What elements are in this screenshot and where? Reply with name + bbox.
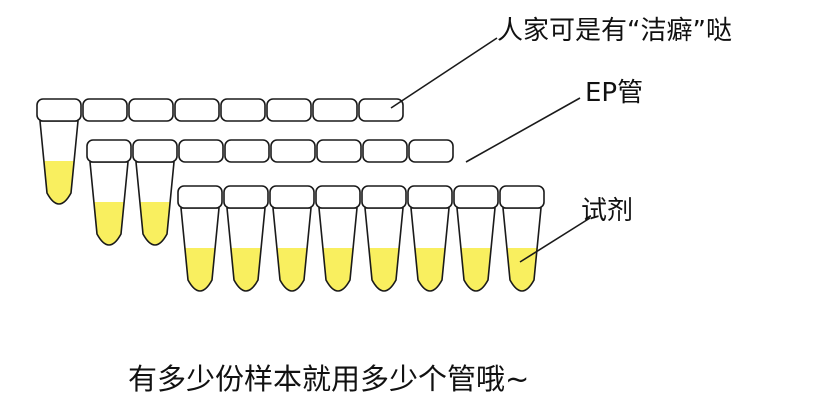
tube-cap — [316, 139, 362, 163]
tube-cap — [453, 185, 499, 209]
reagent-fill — [457, 248, 495, 291]
pointer-line-ep — [465, 97, 581, 163]
tube-body — [39, 120, 79, 205]
tube-cap — [177, 185, 223, 209]
tube-cap — [128, 98, 174, 122]
tube-body — [364, 207, 404, 292]
tube-cap — [361, 185, 407, 209]
tube-body — [272, 207, 312, 292]
tube-cap — [499, 185, 545, 209]
tube-cap — [86, 139, 132, 163]
caption-text: 有多少份样本就用多少个管哦~ — [128, 362, 530, 396]
tube-cap — [315, 185, 361, 209]
reagent-fill — [227, 248, 265, 291]
tube-body — [135, 161, 175, 246]
reagent-fill — [365, 248, 403, 291]
reagent-fill — [40, 161, 78, 204]
reagent-label: 试剂 — [581, 196, 634, 226]
tube-body — [502, 207, 542, 292]
tube-body — [180, 207, 220, 292]
ep-tube-label: EP管 — [585, 78, 644, 108]
reagent-fill — [90, 202, 128, 245]
tube-cap — [223, 185, 269, 209]
tube-cap — [266, 98, 312, 122]
clean-note-label: 人家可是有“洁癖”哒 — [497, 16, 732, 46]
tube-cap — [408, 139, 454, 163]
reagent-fill — [273, 248, 311, 291]
tube-cap — [362, 139, 408, 163]
tube-cap — [358, 98, 404, 122]
tube-body — [226, 207, 266, 292]
reagent-fill — [181, 248, 219, 291]
reagent-fill — [319, 248, 357, 291]
reagent-fill — [411, 248, 449, 291]
reagent-fill — [136, 202, 174, 245]
tube-cap — [220, 98, 266, 122]
pointer-line-reagent — [519, 217, 591, 263]
tube-body — [89, 161, 129, 246]
tube-cap — [82, 98, 128, 122]
tube-cap — [224, 139, 270, 163]
tube-body — [318, 207, 358, 292]
tube-cap — [174, 98, 220, 122]
pointer-line-clean — [390, 37, 498, 109]
tube-cap — [407, 185, 453, 209]
reagent-fill — [503, 248, 541, 291]
tube-cap — [312, 98, 358, 122]
tube-cap — [36, 98, 82, 122]
tube-cap — [270, 139, 316, 163]
tube-body — [410, 207, 450, 292]
tube-body — [456, 207, 496, 292]
tube-cap — [269, 185, 315, 209]
tube-cap — [178, 139, 224, 163]
tube-cap — [132, 139, 178, 163]
